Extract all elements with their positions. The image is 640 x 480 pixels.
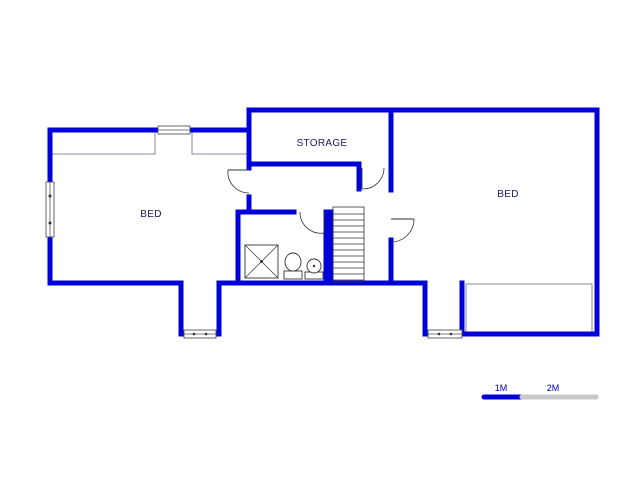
- interior-lines: [51, 130, 593, 334]
- door-right-bedroom: [390, 218, 415, 243]
- room-label-bed-right: BED: [497, 189, 518, 200]
- wall-bath-bottom: [211, 280, 431, 337]
- window-left-side: [45, 181, 55, 238]
- scale-bar: 1M 2M: [481, 383, 599, 400]
- wall-left-outer: [47, 127, 184, 337]
- scale-label-1m: 1M: [495, 383, 508, 393]
- scale-label-2m: 2M: [547, 383, 560, 393]
- walls: [47, 107, 600, 337]
- doors: [227, 167, 415, 243]
- door-storage: [361, 167, 385, 190]
- window-top-left: [157, 125, 191, 135]
- room-label-storage: STORAGE: [297, 138, 348, 149]
- wall-bath-top: [235, 209, 297, 286]
- window-bottom-left: [183, 329, 217, 339]
- basin-icon: [304, 258, 324, 280]
- toilet-icon: [283, 252, 303, 280]
- staircase: [332, 206, 365, 283]
- door-bathroom: [299, 211, 325, 234]
- wall-center-top: [246, 107, 600, 337]
- room-labels: BED STORAGE BED: [140, 138, 518, 220]
- room-label-bed-left: BED: [140, 209, 161, 220]
- bathroom-fixtures: [244, 244, 324, 280]
- door-left-bedroom: [227, 169, 250, 194]
- window-bottom-right: [427, 329, 463, 339]
- shower-icon: [244, 244, 279, 279]
- windows: [45, 125, 463, 339]
